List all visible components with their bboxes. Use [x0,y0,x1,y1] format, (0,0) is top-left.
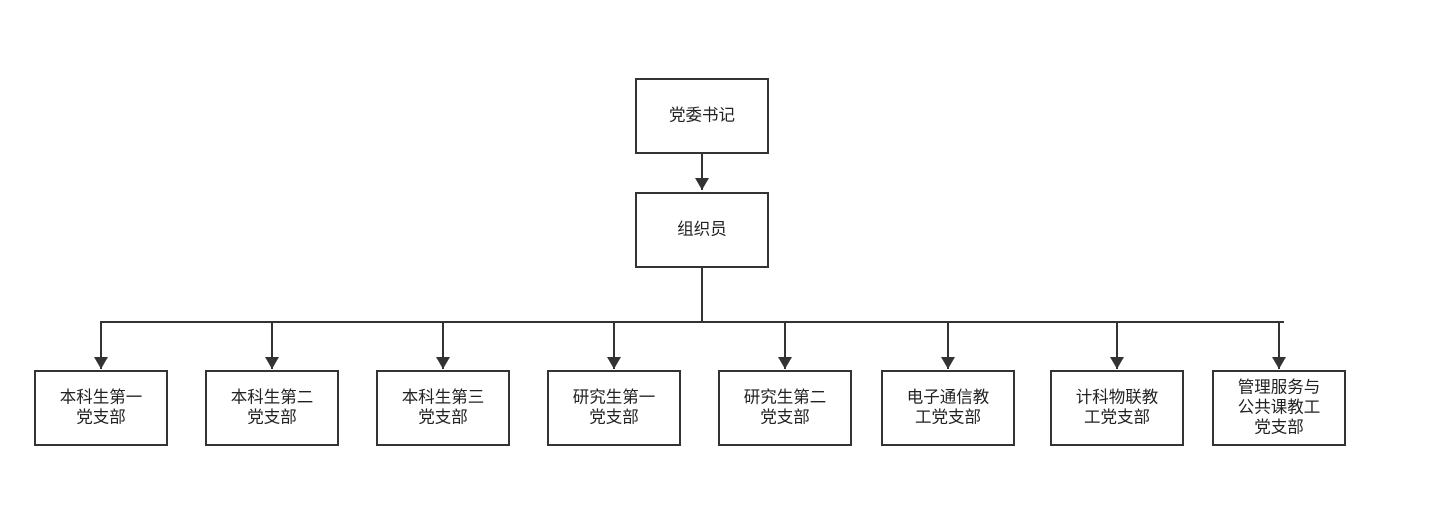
node-branch-label-line: 党支部 [76,408,126,427]
node-branch-label-line: 党支部 [418,408,468,427]
node-branch-box [881,370,1015,446]
node-branch-label-line: 研究生第二 [744,388,827,407]
node-branch-label-line: 党支部 [589,408,639,427]
node-branch-box [1050,370,1184,446]
node-branch-label-line: 本科生第一 [60,388,143,407]
node-branch-label-line: 党支部 [760,408,810,427]
node-branch-box [718,370,852,446]
node-organizer-label: 组织员 [677,220,727,239]
node-branch-label-line: 党支部 [247,408,297,427]
node-branch-box [1212,370,1346,446]
node-branch-label-line: 本科生第三 [402,388,485,407]
node-branch-label-line: 工党支部 [1084,408,1150,427]
node-branch-label-line: 电子通信教 [907,388,990,407]
node-branch-label-line: 党支部 [1254,418,1304,437]
node-branch-label-line: 工党支部 [915,408,981,427]
node-branch-box [205,370,339,446]
node-party-secretary-label: 党委书记 [669,106,735,125]
branch-layer: 本科生第一党支部本科生第二党支部本科生第三党支部研究生第一党支部研究生第二党支部… [34,322,1346,446]
node-organizer: 组织员 [635,192,769,268]
node-branch-label-line: 管理服务与 [1238,378,1321,397]
node-branch-label-line: 本科生第二 [231,388,314,407]
node-party-secretary: 党委书记 [635,78,769,154]
node-branch-label-line: 计科物联教 [1076,388,1159,407]
node-branch-box [34,370,168,446]
node-branch-box [376,370,510,446]
node-branch-box [547,370,681,446]
node-branch-label-line: 研究生第一 [573,388,656,407]
node-branch-label-line: 公共课教工 [1238,398,1321,417]
